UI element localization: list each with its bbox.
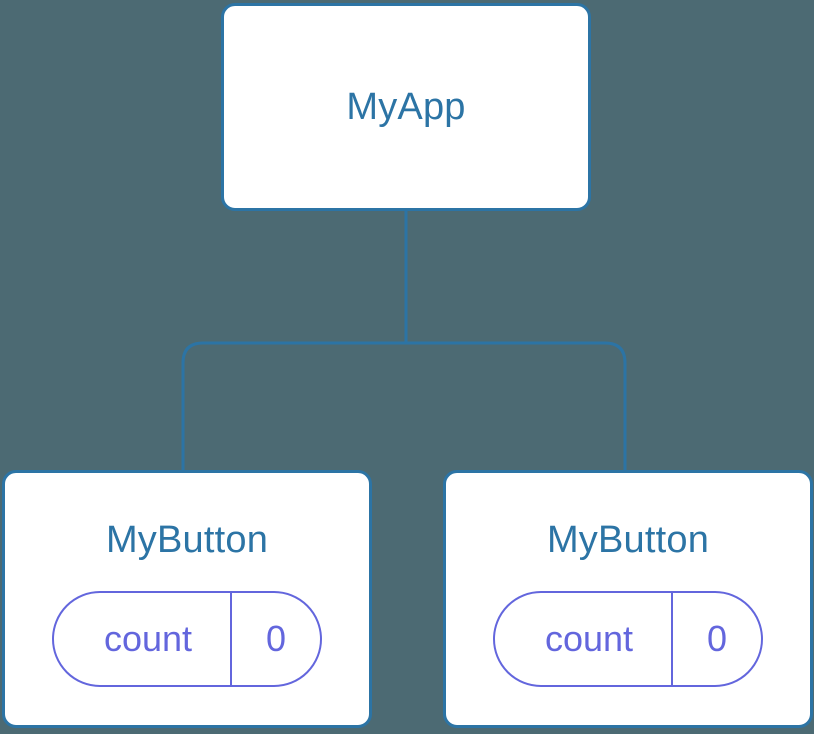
edge-to-child-right: [406, 341, 627, 472]
node-myapp[interactable]: MyApp: [221, 3, 591, 211]
state-pill-2-key: count: [544, 618, 634, 659]
node-mybutton-1-label: MyButton: [105, 519, 269, 561]
state-pill-1-value: 0: [230, 593, 320, 685]
node-mybutton-2-label: MyButton: [546, 519, 710, 561]
node-mybutton-1[interactable]: MyButton count 0: [2, 470, 372, 728]
state-pill-1[interactable]: count 0: [52, 591, 322, 687]
edge-to-child-left: [181, 341, 406, 472]
node-mybutton-2[interactable]: MyButton count 0: [443, 470, 813, 728]
state-pill-1-key: count: [103, 618, 193, 659]
state-pill-2[interactable]: count 0: [493, 591, 763, 687]
node-myapp-label: MyApp: [346, 86, 466, 128]
state-pill-2-value: 0: [671, 593, 761, 685]
